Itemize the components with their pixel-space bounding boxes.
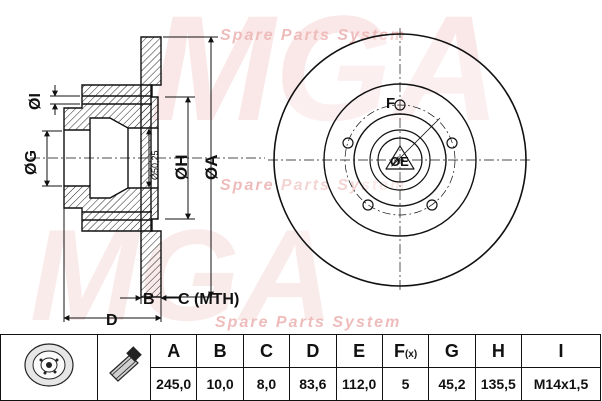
- value-h: 135,5: [474, 367, 523, 401]
- dimensions-side: [42, 36, 218, 322]
- dimension-labels-front: F ØE: [386, 95, 409, 169]
- bolt-hole: [394, 99, 406, 111]
- header-g: G: [428, 334, 476, 368]
- dimension-labels-side: ØI ØG Ø50,25 ØH ØA B C (MTH) D: [23, 93, 239, 329]
- hub-upper-section: [63, 84, 159, 131]
- header-f-suffix: (x): [404, 348, 418, 360]
- watermark-tagline: Spare Parts System: [220, 27, 406, 44]
- label-a: ØA: [202, 155, 221, 181]
- thumbnail-cell-bolt: [97, 334, 151, 401]
- header-i: I: [521, 334, 601, 368]
- spec-value-row: 245,0 10,0 8,0 83,6 112,0 5 45,2 135,5 M…: [1, 367, 601, 401]
- header-c: C: [242, 334, 291, 368]
- label-c: C (MTH): [178, 291, 239, 308]
- watermark-brand: MGA: [30, 202, 333, 334]
- watermark-tagline: Spare Parts System: [220, 177, 406, 194]
- value-i: M14x1,5: [521, 367, 601, 401]
- label-e: ØE: [390, 154, 409, 169]
- value-c: 8,0: [242, 367, 291, 401]
- value-b: 10,0: [196, 367, 244, 401]
- spec-table: A B C D E F(x) G H I 245,0 10,0 8,0 83,6…: [0, 334, 601, 401]
- value-g: 45,2: [428, 367, 476, 401]
- disc-thumbnail-icon: [24, 343, 74, 387]
- header-f: F(x): [381, 334, 430, 368]
- label-center-dim: Ø50,25: [150, 150, 160, 180]
- label-d: D: [106, 312, 118, 329]
- technical-drawing: MGA MGA Spare Parts System Spare Parts S…: [23, 0, 532, 334]
- bolt-thumbnail-icon: [109, 346, 142, 382]
- bolt-hole: [446, 137, 458, 149]
- bolt-hole: [362, 199, 374, 211]
- spec-header-row: A B C D E F(x) G H I: [0, 334, 601, 401]
- value-e: 112,0: [335, 367, 383, 401]
- header-d: D: [289, 334, 337, 368]
- bolt-hole: [342, 137, 354, 149]
- thumbnail-cell-disc: [0, 334, 98, 401]
- header-a: A: [149, 334, 198, 368]
- watermark-tagline: Spare Parts System: [215, 314, 401, 331]
- label-b: B: [143, 291, 155, 308]
- disc-front-view: [268, 28, 532, 292]
- value-d: 83,6: [289, 367, 337, 401]
- label-i: ØI: [27, 93, 44, 110]
- value-f: 5: [381, 367, 430, 401]
- header-h: H: [474, 334, 523, 368]
- header-e: E: [335, 334, 383, 368]
- value-a: 245,0: [149, 367, 198, 401]
- bolt-hole: [426, 199, 438, 211]
- spec-table-container: A B C D E F(x) G H I 245,0 10,0 8,0 83,6…: [0, 334, 602, 401]
- label-h: ØH: [172, 155, 191, 181]
- label-f: F: [386, 95, 395, 112]
- header-f-label: F: [393, 340, 405, 361]
- label-g: ØG: [23, 150, 40, 175]
- header-b: B: [196, 334, 244, 368]
